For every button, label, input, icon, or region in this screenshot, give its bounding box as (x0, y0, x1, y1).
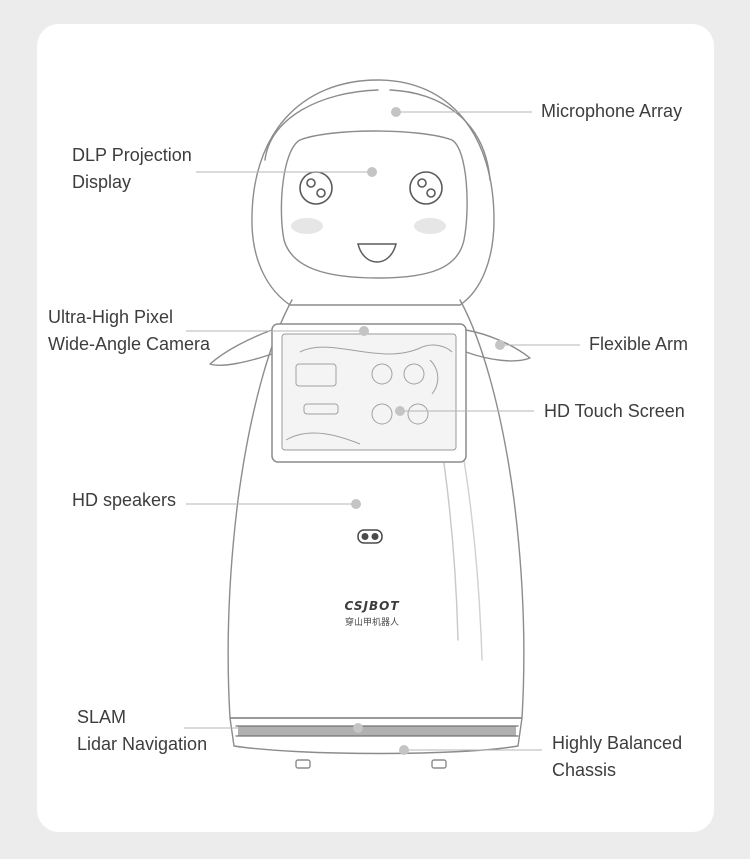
dot-chassis (399, 745, 409, 755)
robot-brand: CSJBOT (344, 599, 399, 613)
dot-speakers (351, 499, 361, 509)
robot-brand-sub: 穿山甲机器人 (345, 616, 399, 628)
label-microphone-array: Microphone Array (541, 101, 683, 121)
dot-projection (367, 167, 377, 177)
dot-arm (495, 340, 505, 350)
robot-head (251, 79, 495, 306)
callout-dots (351, 107, 505, 755)
label-speakers: HD speakers (72, 490, 177, 510)
dot-camera (359, 326, 369, 336)
touch-screen (271, 323, 467, 463)
label-flexible-arm: Flexible Arm (589, 334, 689, 354)
robot-mouth (357, 243, 397, 263)
right-arm (465, 329, 531, 362)
label-touch-screen: HD Touch Screen (544, 401, 685, 421)
robot-face (280, 130, 468, 279)
dot-slam (353, 723, 363, 733)
left-arm (209, 329, 273, 366)
label-chassis: Highly Balanced Chassis (552, 733, 683, 780)
dot-microphone (391, 107, 401, 117)
dot-touch-screen (395, 406, 405, 416)
leader-lines (184, 111, 580, 751)
label-camera: Ultra-High Pixel Wide-Angle Camera (48, 307, 211, 354)
chassis-band (229, 717, 523, 755)
label-dlp-projection: DLP Projection Display (72, 145, 192, 192)
label-slam: SLAM Lidar Navigation (77, 707, 208, 754)
